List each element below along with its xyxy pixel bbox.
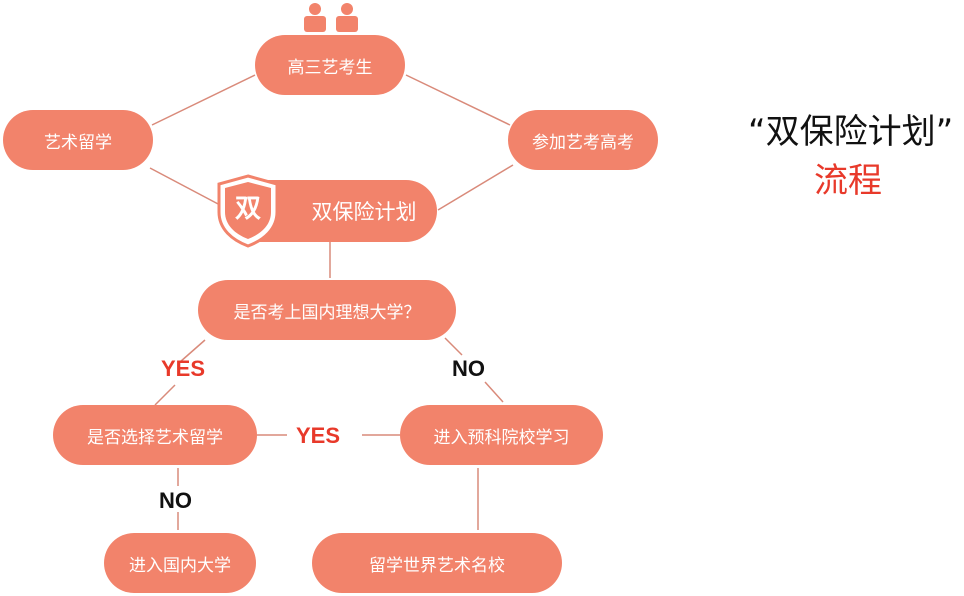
node-question-art-abroad: 是否选择艺术留学	[53, 405, 257, 465]
edge-right-plan	[437, 164, 514, 211]
edge-label-yes-1: YES	[161, 356, 206, 381]
edge-q1-prep-b	[484, 381, 504, 403]
node-prep-school: 进入预科院校学习	[400, 405, 603, 465]
node-domestic-university: 进入国内大学	[104, 533, 256, 593]
edge-label-yes-2: YES	[296, 423, 341, 448]
node-double-plan: 双保险计划	[245, 180, 437, 242]
edge-q1-q2-b	[154, 384, 176, 406]
edge-left-plan	[149, 167, 221, 206]
edge-start-right	[405, 74, 511, 126]
edge-label-no-2: NO	[159, 488, 192, 513]
node-question-domestic: 是否考上国内理想大学？	[198, 280, 456, 340]
node-world-art-school: 留学世界艺术名校	[312, 533, 562, 593]
diagram-subtitle: 流程	[814, 161, 882, 201]
shield-badge: 双	[217, 174, 287, 248]
edge-start-left	[151, 74, 256, 126]
edge-label-no-1: NO	[452, 356, 485, 381]
node-art-study-abroad: 艺术留学	[3, 110, 153, 170]
node-start: 高三艺考生	[255, 35, 405, 95]
edge-q1-q2	[179, 339, 206, 363]
edge-q1-prep	[444, 337, 463, 356]
shield-badge-char: 双	[234, 194, 261, 224]
shield-icon	[217, 174, 279, 248]
people-icon	[304, 3, 358, 32]
diagram-title: “双保险计划”	[748, 112, 954, 152]
node-art-exam: 参加艺考高考	[508, 110, 658, 170]
